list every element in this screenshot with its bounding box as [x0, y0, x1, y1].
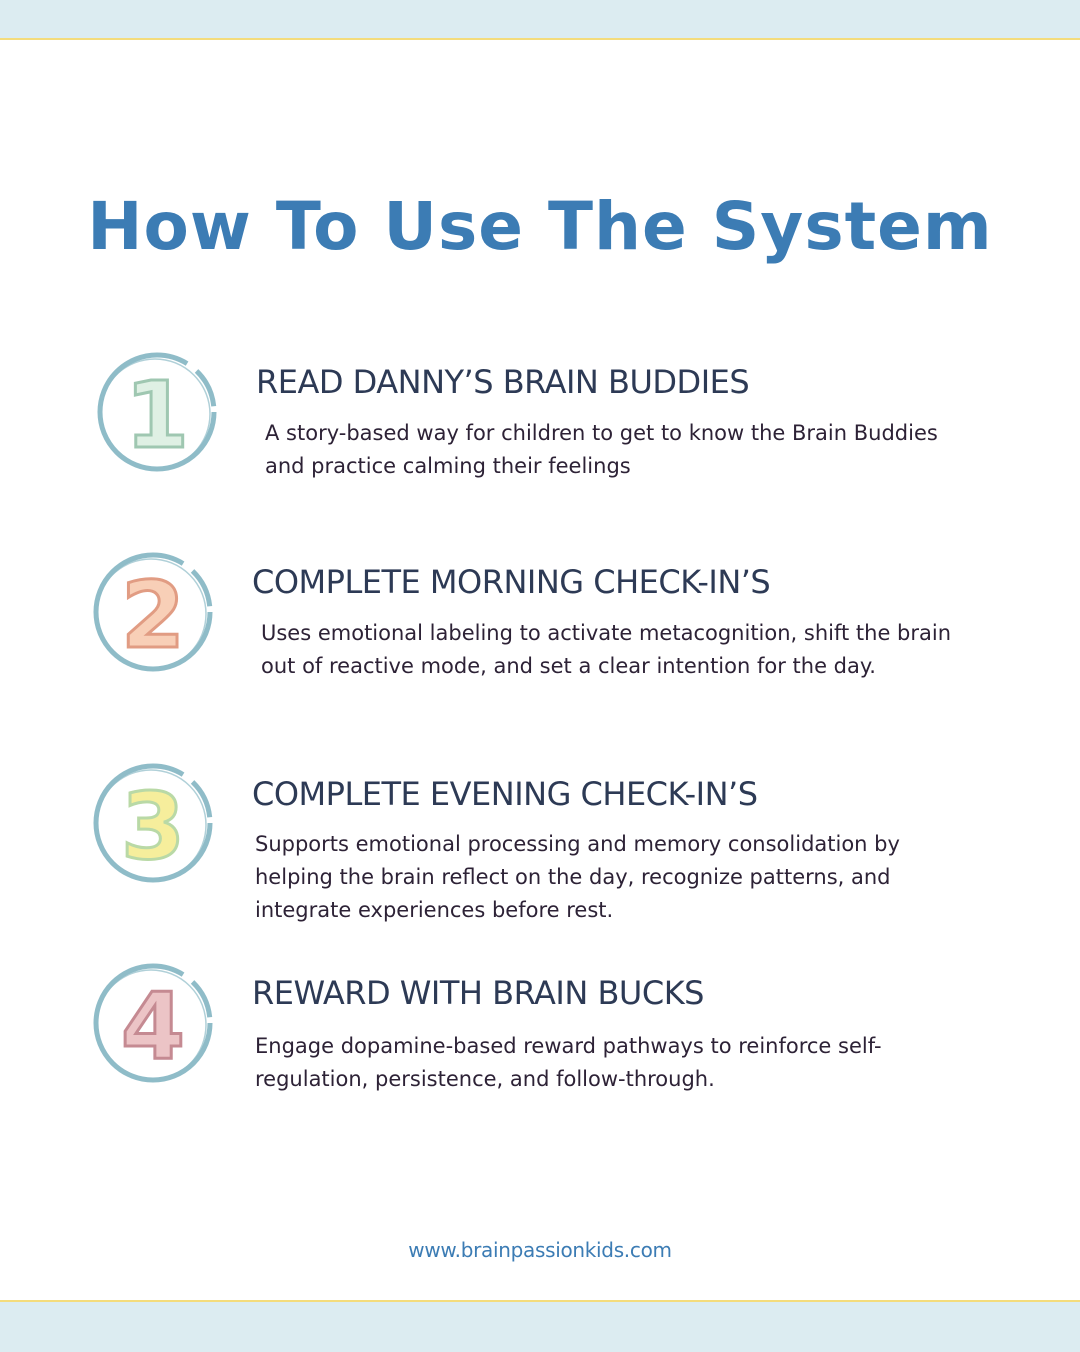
- step-2-heading: COMPLETE MORNING CHECK-IN’S: [252, 563, 771, 601]
- step-4-description: Engage dopamine-based reward pathways to…: [255, 1034, 882, 1091]
- step-1-heading: READ DANNY’S BRAIN BUDDIES: [256, 363, 750, 401]
- number-4-icon: 4: [93, 963, 213, 1083]
- number-2-badge: 2: [88, 547, 218, 677]
- step-4-heading: REWARD WITH BRAIN BUCKS: [252, 974, 704, 1012]
- bottom-band: [0, 1300, 1080, 1352]
- step-1-description: A story-based way for children to get to…: [265, 421, 938, 478]
- website-link[interactable]: www.brainpassionkids.com: [408, 1238, 672, 1262]
- number-1-badge: 1: [92, 347, 222, 477]
- svg-text:1: 1: [125, 362, 189, 469]
- svg-text:2: 2: [121, 562, 185, 669]
- number-3-badge: 3: [88, 758, 218, 888]
- svg-text:3: 3: [121, 773, 185, 880]
- svg-text:4: 4: [121, 973, 185, 1080]
- page-title: How To Use The System: [87, 188, 993, 265]
- number-2-icon: 2: [93, 552, 213, 672]
- number-3-icon: 3: [93, 763, 213, 883]
- step-2-description: Uses emotional labeling to activate meta…: [261, 621, 952, 678]
- top-band: [0, 0, 1080, 40]
- step-3-description: Supports emotional processing and memory…: [255, 832, 900, 922]
- number-4-badge: 4: [88, 958, 218, 1088]
- step-3-heading: COMPLETE EVENING CHECK-IN’S: [252, 775, 758, 813]
- number-1-icon: 1: [97, 352, 217, 472]
